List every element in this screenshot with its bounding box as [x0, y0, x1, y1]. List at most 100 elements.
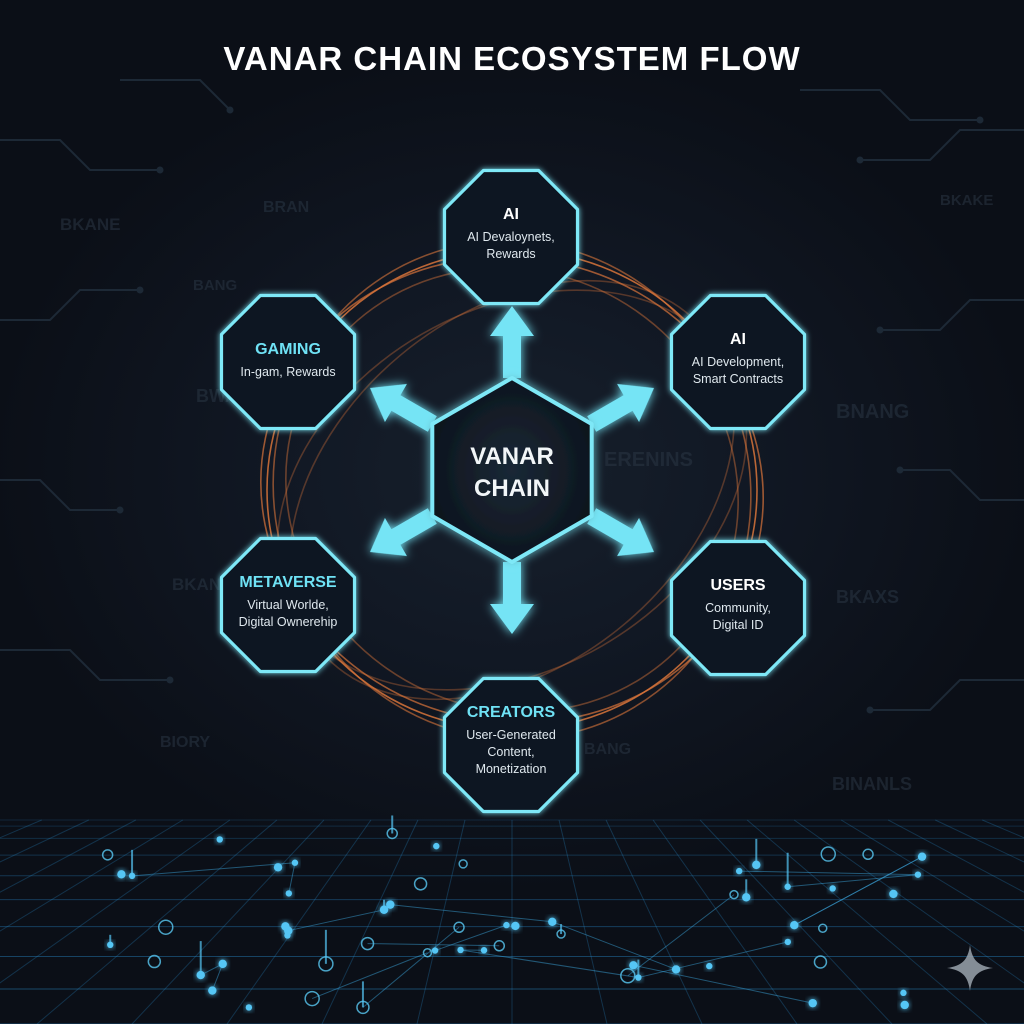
flow-arrow — [490, 306, 534, 378]
network-node — [813, 955, 828, 969]
network-link — [211, 963, 224, 991]
flow-arrow — [587, 508, 655, 557]
network-link — [552, 921, 677, 970]
network-node — [216, 836, 223, 843]
network-node — [304, 990, 320, 1007]
network-node — [433, 842, 440, 850]
network-node — [784, 938, 792, 946]
grid-line — [935, 819, 1024, 863]
grid-line — [226, 819, 372, 1024]
node-octagon — [442, 676, 580, 814]
network-link — [367, 943, 500, 947]
circuit-node — [976, 116, 984, 124]
ghost-label: BANG — [584, 741, 631, 758]
network-node — [671, 965, 681, 974]
node-octagon — [219, 536, 357, 674]
node-ai-top[interactable]: AI AI Devaloynets, Rewards — [442, 168, 580, 306]
grid-line — [840, 819, 1024, 932]
grid-line — [888, 819, 1024, 893]
grid-line — [558, 819, 608, 1024]
network-node — [431, 947, 439, 954]
network-node — [480, 947, 488, 954]
network-node — [511, 921, 520, 931]
network-node — [503, 921, 510, 929]
network-link — [638, 941, 788, 979]
node-description: Content, — [487, 745, 534, 759]
node-description: Digital ID — [713, 618, 764, 632]
node-title: GAMING — [255, 341, 321, 358]
network-link — [627, 894, 735, 977]
circuit-node — [156, 166, 164, 174]
background-circuit-lines — [0, 79, 1024, 714]
network-link — [311, 952, 428, 1000]
network-link — [739, 870, 918, 876]
flow-arrow — [587, 383, 655, 432]
ghost-label: BKAKE — [940, 192, 993, 209]
node-title: AI — [503, 206, 519, 223]
network-node — [457, 946, 464, 954]
network-node — [285, 890, 293, 897]
grid-line — [321, 819, 419, 1024]
network-node — [453, 921, 465, 934]
node-description: AI Development, — [692, 355, 784, 369]
grid-line — [793, 819, 1024, 984]
grid-line — [0, 819, 136, 893]
network-link — [434, 924, 507, 952]
network-node — [862, 848, 874, 861]
circuit-trace — [0, 139, 160, 171]
network-link — [288, 862, 296, 894]
node-description: Rewards — [486, 247, 535, 261]
network-node — [900, 1000, 909, 1010]
circuit-trace — [0, 479, 120, 511]
network-link — [633, 964, 813, 1004]
network-node — [245, 1004, 253, 1011]
node-title: CREATORS — [467, 704, 556, 721]
node-description: AI Devaloynets, — [467, 230, 555, 244]
network-node — [218, 959, 227, 969]
network-link — [390, 904, 553, 923]
node-description: Digital Ownerehip — [239, 615, 338, 629]
flow-arrow — [490, 562, 534, 634]
ghost-label: BANG — [193, 277, 237, 294]
network-node — [208, 986, 217, 995]
ghost-label: BRAN — [263, 199, 309, 216]
circuit-trace — [880, 299, 1024, 331]
circuit-trace — [900, 469, 1024, 501]
grid-line — [0, 819, 89, 863]
node-gaming[interactable]: GAMING In-gam, Rewards — [219, 293, 357, 431]
network-node — [889, 889, 898, 899]
grid-line — [605, 819, 703, 1024]
page-title: VANAR CHAIN ECOSYSTEM FLOW — [223, 40, 801, 77]
network-link — [794, 856, 923, 926]
ghost-label: BKANE — [172, 575, 232, 594]
node-creators[interactable]: CREATORSUser-GeneratedContent,Monetizati… — [442, 676, 580, 814]
network-node — [900, 989, 907, 997]
circuit-node — [866, 706, 874, 714]
network-node — [386, 900, 395, 909]
circuit-trace — [800, 89, 980, 121]
node-description: In-gam, Rewards — [240, 365, 335, 379]
node-title: USERS — [710, 577, 765, 594]
network-node — [820, 846, 837, 862]
network-node — [493, 940, 506, 952]
node-title: AI — [730, 331, 746, 348]
circuit-node — [896, 466, 904, 474]
network-node — [284, 926, 293, 935]
ghost-label: BKAXS — [836, 587, 899, 607]
circuit-node — [226, 106, 234, 114]
network-node — [706, 962, 713, 970]
network-node — [629, 961, 638, 970]
circuit-node — [116, 506, 124, 514]
sparkle-icon — [947, 945, 993, 991]
center-hexagon — [430, 376, 594, 564]
flow-arrows — [369, 306, 655, 634]
grid-line — [416, 819, 466, 1024]
network-link — [794, 856, 923, 926]
